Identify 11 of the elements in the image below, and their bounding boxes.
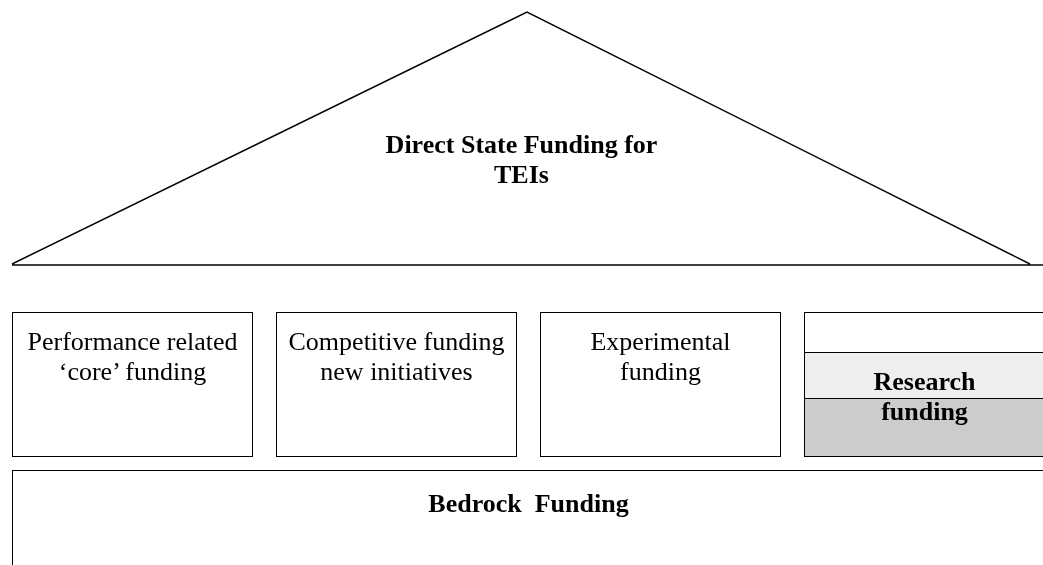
pillar-box <box>12 312 253 457</box>
foundation-box <box>12 470 1043 565</box>
node-label: Performance related ‘core’ funding <box>26 327 239 387</box>
node-label: Direct State Funding for TEIs <box>384 130 659 190</box>
pillar-box <box>804 312 1043 457</box>
node-label: Experimental funding <box>589 327 732 387</box>
node-label: Competitive funding new initiatives <box>287 327 506 387</box>
node-label: Research funding <box>872 367 977 427</box>
node-label: Bedrock Funding <box>427 489 630 519</box>
pillar-box <box>276 312 517 457</box>
pillar-box <box>540 312 781 457</box>
